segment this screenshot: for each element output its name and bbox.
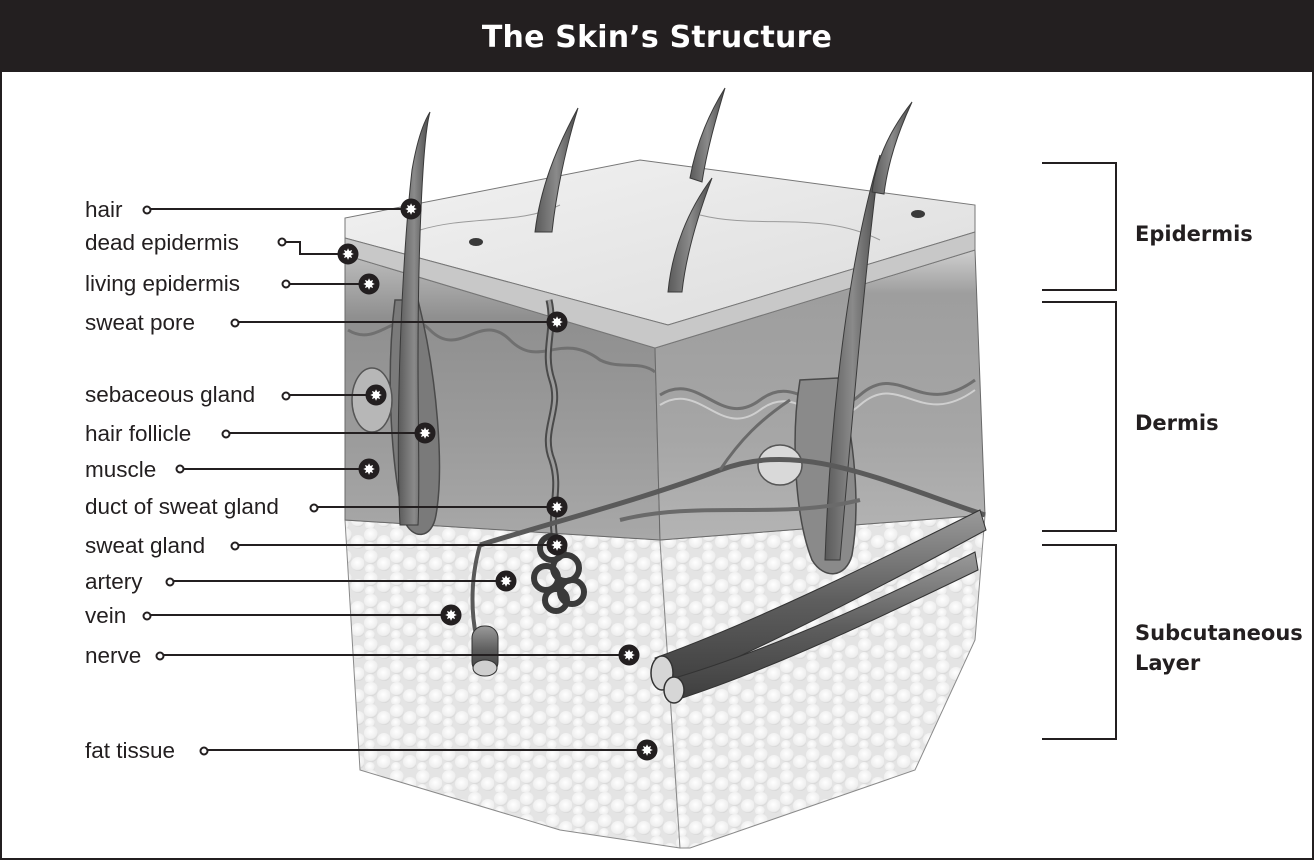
label-hair-follicle: hair follicle bbox=[85, 421, 191, 446]
svg-text:✸: ✸ bbox=[405, 201, 418, 219]
svg-text:✸: ✸ bbox=[445, 607, 458, 625]
label-dead-epidermis: dead epidermis bbox=[85, 230, 239, 255]
svg-text:✸: ✸ bbox=[419, 425, 432, 443]
svg-text:✸: ✸ bbox=[551, 314, 564, 332]
label-sweat-gland: sweat gland bbox=[85, 533, 205, 558]
skin-block-illustration bbox=[345, 88, 986, 848]
bracket-epidermis bbox=[1042, 163, 1116, 290]
label-sebaceous-gland: sebaceous gland bbox=[85, 382, 255, 407]
label-sweat-pore: sweat pore bbox=[85, 310, 195, 335]
label-fat-tissue: fat tissue bbox=[85, 738, 175, 763]
svg-text:✸: ✸ bbox=[342, 246, 355, 264]
label-muscle: muscle bbox=[85, 457, 156, 482]
layer-label-subcutaneous: Subcutaneous bbox=[1135, 621, 1303, 645]
layer-label-layer: Layer bbox=[1135, 651, 1201, 675]
svg-text:✸: ✸ bbox=[641, 742, 654, 760]
layer-label-dermis: Dermis bbox=[1135, 411, 1219, 435]
label-artery: artery bbox=[85, 569, 143, 594]
svg-text:✸: ✸ bbox=[551, 499, 564, 517]
label-vein: vein bbox=[85, 603, 126, 628]
layer-label-epidermis: Epidermis bbox=[1135, 222, 1253, 246]
bracket-dermis bbox=[1042, 302, 1116, 531]
layer-labels: Epidermis Dermis Subcutaneous Layer bbox=[1135, 222, 1303, 675]
structure-labels: hair dead epidermis living epidermis swe… bbox=[85, 197, 279, 763]
bracket-subcutaneous bbox=[1042, 545, 1116, 739]
label-hair: hair bbox=[85, 197, 123, 222]
svg-text:✸: ✸ bbox=[363, 461, 376, 479]
svg-text:✸: ✸ bbox=[623, 647, 636, 665]
svg-text:✸: ✸ bbox=[500, 573, 513, 591]
label-duct-of-sweat-gland: duct of sweat gland bbox=[85, 494, 279, 519]
svg-text:✸: ✸ bbox=[551, 537, 564, 555]
svg-text:✸: ✸ bbox=[370, 387, 383, 405]
svg-text:✸: ✸ bbox=[363, 276, 376, 294]
layer-brackets bbox=[1042, 163, 1116, 739]
label-living-epidermis: living epidermis bbox=[85, 271, 240, 296]
label-nerve: nerve bbox=[85, 643, 141, 668]
